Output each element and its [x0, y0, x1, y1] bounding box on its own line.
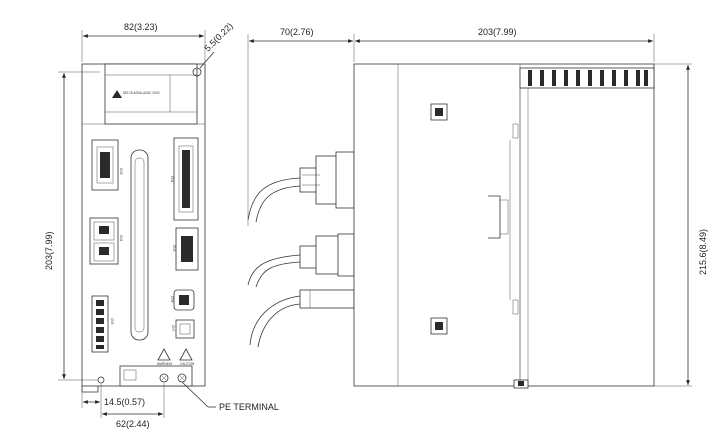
corner-hole-label: 5.5(0.22) [202, 21, 235, 54]
front-width-dimension: 82(3.23) [81, 22, 206, 62]
pe-terminal-label: PE TERMINAL [219, 402, 279, 412]
side-height-label: 215.6(8.49) [698, 229, 708, 275]
delta-logo: DELTA ASDA-A2 [112, 90, 147, 98]
cn5-terminal: CN5 [91, 295, 114, 353]
pe-terminal-callout: PE TERMINAL [181, 381, 279, 412]
connector-depth-dimension: 70(2.76) [247, 27, 355, 226]
front-height-dimension: 203(7.99) [44, 71, 100, 381]
side-depth-label: 203(7.99) [478, 27, 517, 37]
cn4-label: CN4 [119, 235, 123, 242]
front-width-label: 82(3.23) [124, 22, 158, 32]
side-height-dimension: 215.6(8.49) [654, 63, 708, 387]
cn1-connector: CN1 [170, 137, 199, 221]
side-depth-dimension: 203(7.99) [355, 27, 655, 62]
cn1-label: CN1 [170, 176, 174, 183]
connector-depth-label: 70(2.76) [280, 27, 314, 37]
display-slot [130, 149, 149, 341]
bottom-offset-dimension: 14.5(0.57) 62(2.44) [81, 383, 165, 429]
cn6-label: CN6 [170, 296, 174, 303]
front-view: DELTA ASDA-A2 AC 200V CN3 CN4 [81, 63, 206, 393]
front-height-label: 203(7.99) [44, 231, 54, 270]
side-body-outline [353, 63, 655, 387]
caution-label: CAUTION [180, 362, 195, 366]
cn6-connector: CN6 [170, 289, 195, 311]
cable-lower [249, 289, 355, 348]
cn5-label: CN5 [110, 318, 114, 325]
pe-terminal-block [119, 365, 193, 387]
cable-upper [247, 151, 355, 223]
cn3-connector: CN3 [91, 139, 123, 191]
side-view [247, 63, 655, 389]
cn4-connector: CN4 [89, 217, 123, 265]
cn7-connector: CN7 [171, 319, 195, 339]
bottom-offset-label: 14.5(0.57) [104, 397, 145, 407]
cn2-connector: CN2 [172, 227, 199, 271]
warning-icon: WARNING [157, 348, 173, 366]
cn7-label: CN7 [171, 325, 175, 332]
heatsink [519, 67, 655, 385]
logo-label: DELTA ASDA-A2 [123, 91, 147, 95]
caution-icon: CAUTION [179, 348, 195, 366]
cn2-label: CN2 [172, 245, 176, 252]
cn3-label: CN3 [119, 168, 123, 175]
warning-label: WARNING [157, 362, 173, 366]
mounting-hole-icon [192, 67, 202, 77]
top-label-panel [104, 63, 198, 125]
bottom-width-label: 62(2.44) [116, 419, 150, 429]
cable-middle [247, 233, 355, 288]
front-model-label: AC 200V [147, 91, 161, 95]
